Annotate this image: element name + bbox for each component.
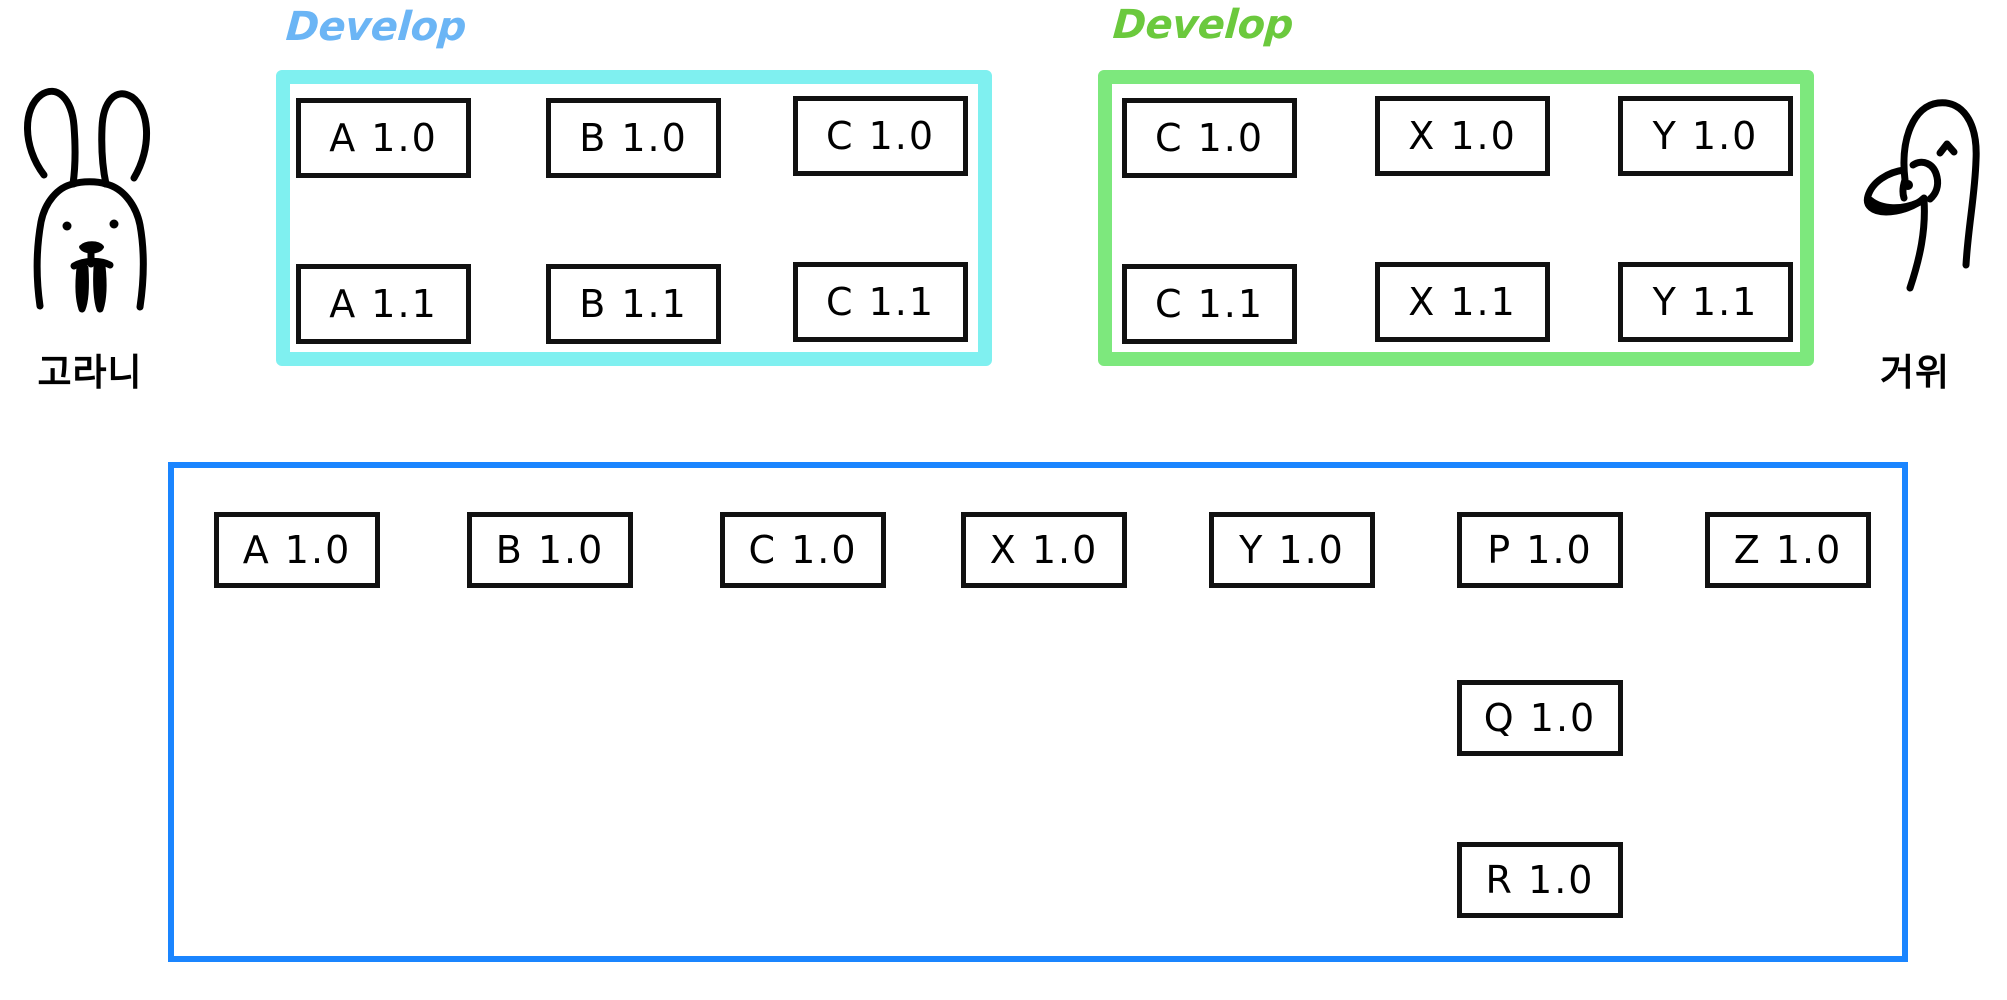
package-box[interactable]: A 1.1 [296, 264, 471, 344]
package-box[interactable]: C 1.0 [793, 96, 968, 176]
package-box[interactable]: X 1.0 [1375, 96, 1550, 176]
package-box[interactable]: B 1.0 [467, 512, 633, 588]
water-deer-figure: 고라니 [10, 60, 170, 394]
goose-label: 거위 [1879, 351, 1951, 394]
package-box[interactable]: Y 1.0 [1618, 96, 1793, 176]
package-box[interactable]: C 1.1 [1122, 264, 1297, 344]
package-box[interactable]: Q 1.0 [1457, 680, 1623, 756]
package-box[interactable]: B 1.0 [546, 98, 721, 178]
package-box[interactable]: Z 1.0 [1705, 512, 1871, 588]
develop-group-title-green: Develop [1111, 2, 1295, 48]
release-group [168, 462, 1908, 962]
water-deer-icon [24, 87, 150, 313]
package-box[interactable]: C 1.0 [1122, 98, 1297, 178]
develop-group-title-cyan: Develop [284, 4, 468, 50]
package-box[interactable]: Y 1.0 [1209, 512, 1375, 588]
package-box[interactable]: A 1.0 [214, 512, 380, 588]
package-box[interactable]: Y 1.1 [1618, 262, 1793, 342]
package-box[interactable]: P 1.0 [1457, 512, 1623, 588]
package-box[interactable]: C 1.1 [793, 262, 968, 342]
package-box[interactable]: X 1.0 [961, 512, 1127, 588]
package-box[interactable]: C 1.0 [720, 512, 886, 588]
package-box[interactable]: B 1.1 [546, 264, 721, 344]
develop-group-green [1098, 70, 1814, 366]
goose-figure: 거위 [1840, 60, 1990, 394]
develop-group-cyan [276, 70, 992, 366]
package-box[interactable]: X 1.1 [1375, 262, 1550, 342]
package-box[interactable]: R 1.0 [1457, 842, 1623, 918]
goose-icon [1863, 99, 1980, 292]
water-deer-label: 고라니 [37, 351, 143, 394]
package-box[interactable]: A 1.0 [296, 98, 471, 178]
